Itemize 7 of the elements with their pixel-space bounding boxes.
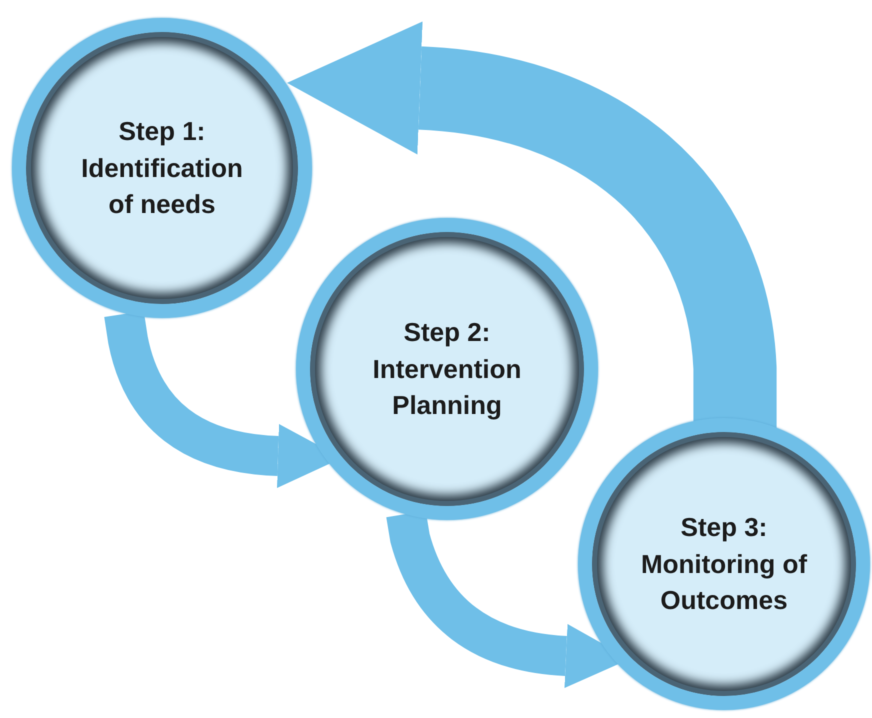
step-heading: Step 1: — [118, 115, 206, 148]
curved-arrow — [287, 22, 777, 430]
step-title: Identification of needs — [80, 152, 244, 222]
step-title: Intervention Planning — [372, 352, 522, 422]
step-heading: Step 3: — [680, 511, 768, 544]
step-heading: Step 2: — [404, 316, 490, 350]
step-title: Monitoring of Outcomes — [640, 548, 808, 618]
